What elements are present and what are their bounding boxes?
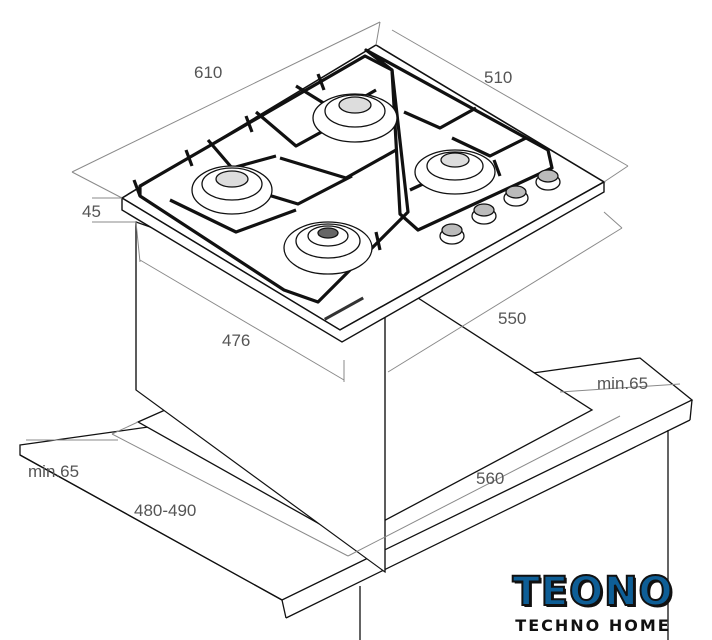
dim-line-610 — [71, 21, 381, 173]
hob — [120, 44, 606, 574]
burner-right — [414, 149, 496, 195]
countertop-right-lower-edge — [285, 419, 691, 619]
grate-left-bar-4 — [169, 198, 297, 234]
hob-brand-strip — [324, 296, 364, 321]
grate-right — [364, 48, 554, 232]
dimension-height: 45 — [82, 202, 101, 221]
dim-line-510 — [391, 29, 629, 167]
grate-left-bar-6 — [279, 148, 397, 180]
burner-back-left — [191, 165, 273, 215]
grate-finger-3 — [244, 115, 254, 133]
dim-line-min65-right — [559, 383, 681, 393]
countertop-front-thickness — [281, 599, 287, 619]
dim-line-560 — [347, 415, 621, 557]
grate-finger-4 — [316, 73, 326, 91]
grate-finger-2 — [184, 149, 194, 167]
dimension-cutout-width: 550 — [498, 309, 527, 328]
countertop-front-edge — [19, 454, 283, 601]
knob-2 — [471, 203, 497, 225]
logo-wordmark: TEONO — [511, 569, 674, 615]
dim-line-550 — [387, 227, 623, 373]
logo-tagline: TECHNO HOME — [515, 616, 671, 635]
burner-back-center — [312, 93, 398, 143]
grate-finger-5 — [492, 159, 502, 177]
dimension-lines — [26, 21, 681, 557]
burner-front-wok — [283, 221, 373, 275]
hob-knobs — [439, 169, 561, 245]
dim-line-476 — [139, 259, 345, 381]
dimension-cutout-width-counter: 560 — [476, 469, 505, 488]
grate-finger-6 — [374, 231, 382, 251]
dimension-width-overall: 610 — [194, 63, 223, 82]
teono-logo: TEONO TECHNO HOME — [498, 569, 688, 636]
countertop-right-thickness — [689, 399, 693, 421]
hob-burners — [191, 93, 496, 275]
grate-right-bar-1 — [403, 106, 477, 130]
hob-plate-edge — [121, 180, 605, 343]
grate-right-bar-2 — [451, 136, 527, 158]
knob-1 — [439, 223, 465, 245]
dimension-clearance-left: min.65 — [28, 462, 80, 481]
knob-3 — [503, 185, 529, 207]
dim-line-480-490 — [111, 433, 349, 557]
knob-4 — [535, 169, 561, 191]
dimension-cutout-depth-top: 476 — [222, 331, 251, 350]
dimension-depth-overall: 510 — [484, 68, 513, 87]
grate-finger-1 — [132, 179, 142, 197]
dimension-clearance-right: min.65 — [597, 374, 649, 393]
dimension-cutout-depth-counter: 480-490 — [134, 501, 197, 520]
